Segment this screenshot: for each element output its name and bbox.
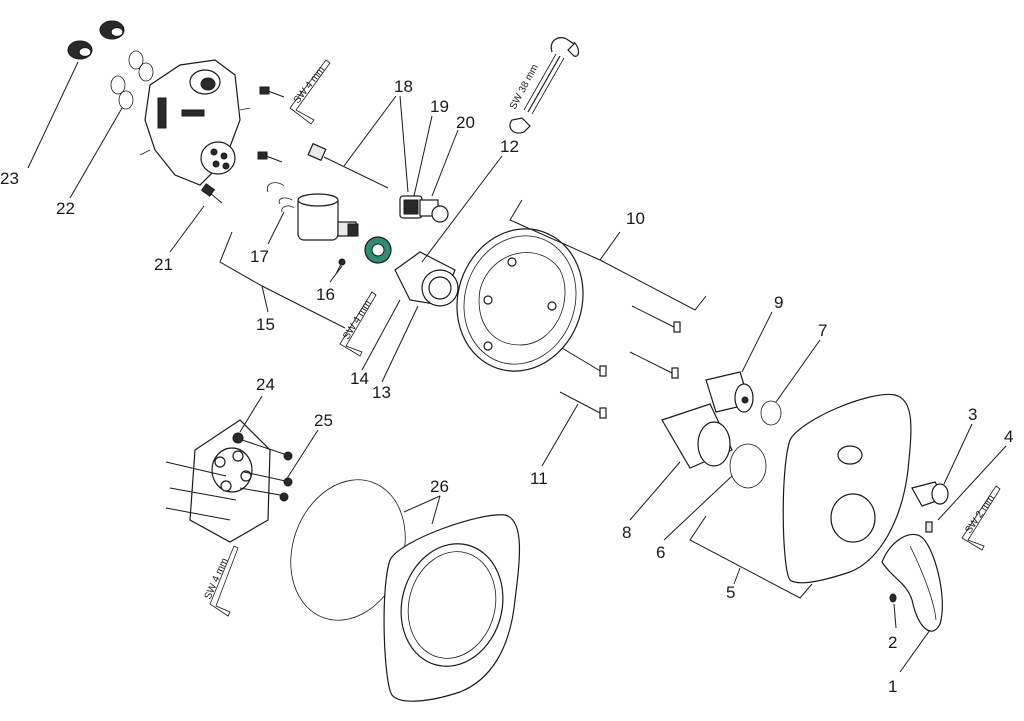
label-17: 17 bbox=[250, 247, 269, 266]
label-14: 14 bbox=[350, 369, 369, 388]
tool-label-sw4-top: SW 4 mm bbox=[292, 64, 328, 105]
label-26: 26 bbox=[430, 477, 449, 496]
label-10: 10 bbox=[626, 209, 645, 228]
part-labels: 23 22 21 18 19 20 12 17 16 15 14 13 10 9… bbox=[0, 77, 1013, 696]
part-13-14-sleeve bbox=[394, 251, 459, 307]
part-19-20-diverter bbox=[399, 195, 449, 223]
part-3-adapter bbox=[911, 481, 949, 507]
label-16: 16 bbox=[316, 285, 335, 304]
label-18: 18 bbox=[394, 77, 413, 96]
label-12: 12 bbox=[500, 137, 519, 156]
part-7-o-ring bbox=[760, 400, 782, 426]
label-6: 6 bbox=[656, 543, 665, 562]
label-11: 11 bbox=[530, 469, 548, 488]
label-15: 15 bbox=[256, 315, 275, 334]
label-8: 8 bbox=[622, 523, 631, 542]
part-26-trim-frame bbox=[383, 514, 521, 702]
label-23: 23 bbox=[0, 169, 19, 188]
valve-body bbox=[139, 59, 251, 186]
long-screws bbox=[559, 305, 681, 419]
label-21: 21 bbox=[154, 255, 173, 274]
part-10-rosette bbox=[456, 228, 584, 372]
hex-key-top-icon: SW 4 mm bbox=[289, 59, 331, 125]
part-24-mounting-plate bbox=[165, 419, 293, 543]
label-22: 22 bbox=[56, 199, 75, 218]
part-22-o-rings bbox=[110, 50, 154, 110]
part-5-faceplate bbox=[782, 393, 912, 584]
label-2: 2 bbox=[888, 633, 897, 652]
label-9: 9 bbox=[774, 293, 783, 312]
label-20: 20 bbox=[456, 113, 475, 132]
label-4: 4 bbox=[1004, 427, 1013, 446]
hex-key-15-icon: SW 4 mm bbox=[339, 291, 377, 357]
part-9-cap bbox=[705, 371, 754, 413]
label-5: 5 bbox=[726, 583, 735, 602]
label-25: 25 bbox=[314, 411, 333, 430]
part-8-knob bbox=[661, 403, 733, 469]
part-18-rod bbox=[307, 142, 389, 189]
tool-label-sw4-15: SW 4 mm bbox=[341, 299, 374, 342]
label-13: 13 bbox=[372, 383, 391, 402]
label-3: 3 bbox=[968, 405, 977, 424]
label-24: 24 bbox=[256, 375, 275, 394]
screw-middle bbox=[257, 151, 283, 163]
hex-key-left-icon: SW 4 mm bbox=[203, 545, 239, 617]
screw-top bbox=[259, 86, 285, 98]
part-17-clip bbox=[266, 182, 295, 213]
green-nut bbox=[364, 236, 392, 264]
tool-label-sw2: SW 2 mm bbox=[963, 493, 997, 536]
hex-key-right-icon: SW 2 mm bbox=[961, 485, 1001, 551]
part-1-lever bbox=[881, 533, 943, 632]
leader-lines bbox=[27, 61, 1007, 673]
tool-label-sw38: SW 38 mm bbox=[508, 63, 541, 112]
wrench-38-icon: SW 38 mm bbox=[508, 37, 580, 134]
part-4-grub-screw bbox=[925, 521, 933, 533]
part-21-screw bbox=[200, 183, 223, 204]
part-2-screw bbox=[889, 593, 897, 603]
part-23-caps bbox=[67, 20, 125, 60]
label-19: 19 bbox=[430, 97, 449, 116]
part-6-o-ring bbox=[729, 443, 767, 489]
part-15-cartridge bbox=[297, 193, 359, 241]
label-1: 1 bbox=[888, 677, 897, 696]
label-7: 7 bbox=[818, 321, 827, 340]
